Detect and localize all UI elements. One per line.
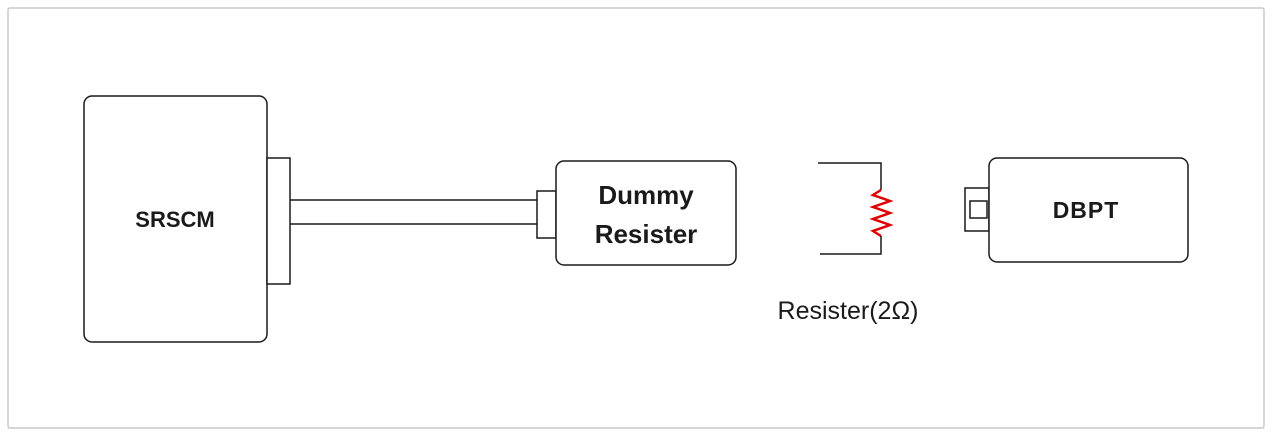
dummy-connector [536,190,557,239]
srscm-unit: SRSCM [83,95,291,343]
srscm-connector [266,157,291,285]
dummy-resister-unit: Dummy Resister [536,160,737,266]
resistor-zigzag [869,188,894,238]
resistor-lead-top [818,162,882,190]
dummy-resister-box [555,160,737,266]
dbpt-box [988,157,1189,263]
dbpt-connector-inner [969,200,988,219]
resistor-symbol: Resister(2Ω) [778,162,919,325]
dbpt-unit: DBPT [964,157,1189,263]
srscm-label: SRSCM [135,207,214,232]
dbpt-label: DBPT [1053,197,1120,223]
resistor-lead-bottom [820,236,882,255]
resistor-caption: Resister(2Ω) [778,297,919,325]
dummy-label-line1: Dummy [598,180,694,210]
harness-cable [290,199,537,225]
dummy-label-line2: Resister [595,219,698,249]
